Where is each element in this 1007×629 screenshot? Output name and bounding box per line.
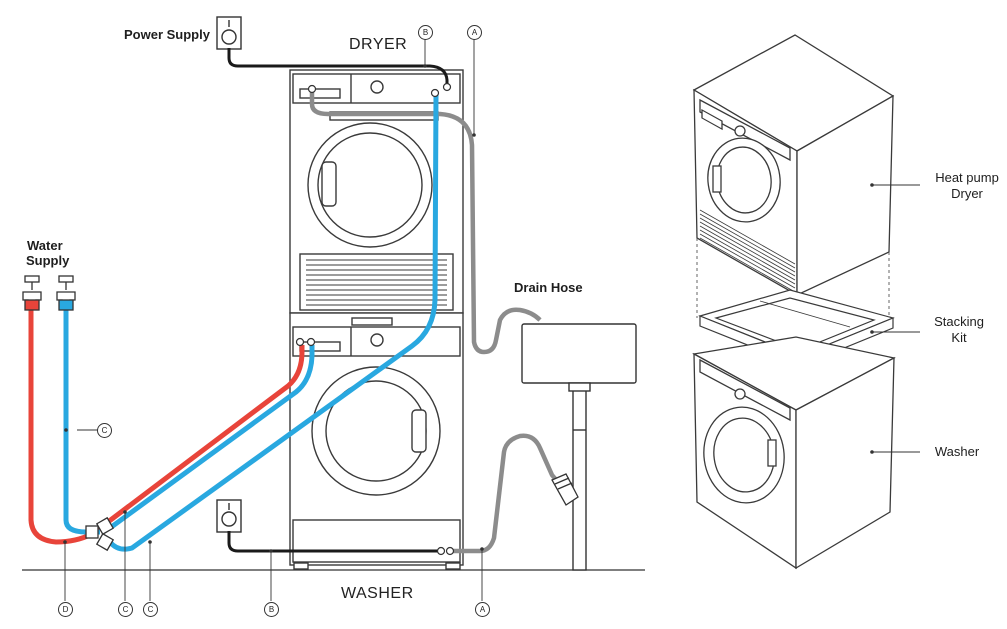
dryer-drain-hose [309, 90, 542, 355]
callout-c-bottom-1: C [118, 602, 133, 617]
cold-water-hose-supply [63, 308, 100, 535]
washer-knob [370, 333, 384, 347]
power-outlet-bottom [216, 499, 242, 533]
stacking-kit-label-line2: Kit [951, 330, 967, 345]
y-splitter [85, 516, 115, 552]
water-supply-label-line1: Water [27, 238, 63, 253]
drain-standpipe [521, 323, 637, 571]
callout-d-bottom: D [58, 602, 73, 617]
power-supply-label: Power Supply [124, 27, 210, 42]
washer-power-cord [227, 531, 440, 553]
callout-c-bottom-2: C [143, 602, 158, 617]
dryer-knob [370, 80, 384, 94]
isometric-washer [692, 336, 896, 570]
isometric-dryer [692, 34, 895, 297]
stacking-kit-label-line1: Stacking [934, 314, 984, 329]
dryer-power-cord [227, 48, 449, 86]
callout-b-bottom: B [264, 602, 279, 617]
washer-title: WASHER [341, 585, 414, 602]
water-supply-label-line2: Supply [26, 253, 70, 268]
stacked-units [289, 69, 464, 570]
heat-pump-dryer-label-line1: Heat pump [935, 170, 999, 185]
cold-water-hose-dryer [108, 93, 439, 552]
callout-c-water: C [97, 423, 112, 438]
callout-b-top: B [418, 25, 433, 40]
drain-hose-label: Drain Hose [514, 280, 583, 295]
cold-water-hose-washer [108, 345, 315, 531]
dryer-display [299, 88, 341, 99]
washer-display [299, 341, 341, 352]
washer-side-label: Washer [934, 444, 980, 459]
power-outlet-top [216, 16, 242, 50]
heat-pump-dryer-label-line2: Dryer [951, 186, 983, 201]
hot-water-hose [28, 308, 305, 545]
callout-a-bottom: A [475, 602, 490, 617]
drain-hose-end [551, 473, 579, 506]
dryer-title: DRYER [349, 36, 408, 53]
washer-drain-hose [448, 433, 562, 554]
callout-a-top: A [467, 25, 482, 40]
hot-water-tap [22, 275, 42, 311]
isometric-dryer-grille [699, 209, 796, 293]
dryer-filter-grille [299, 253, 454, 311]
cold-water-tap [56, 275, 76, 311]
